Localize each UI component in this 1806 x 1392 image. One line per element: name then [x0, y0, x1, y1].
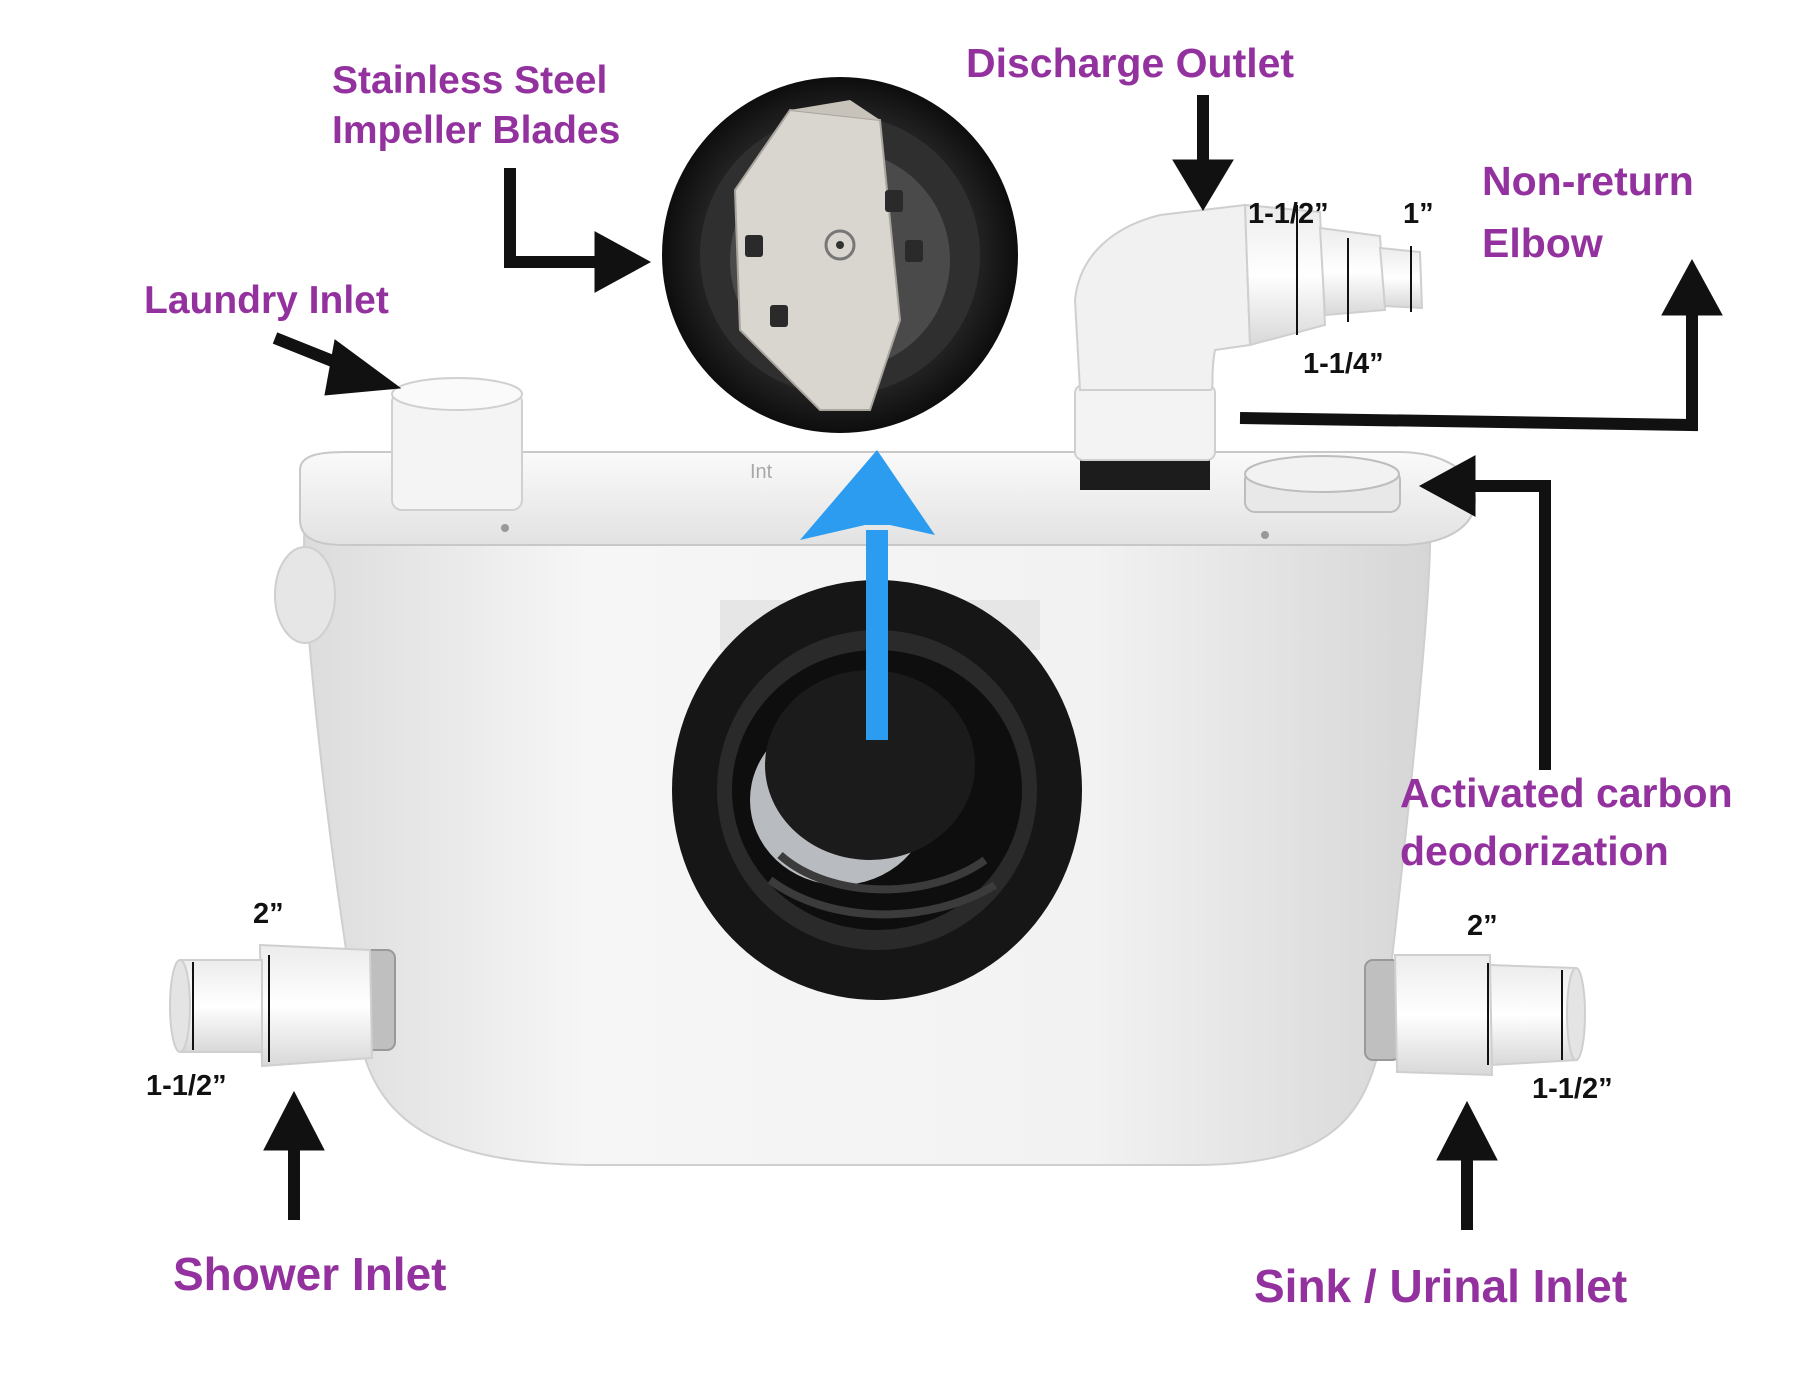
dim-elbow-large-text: 1-1/2”: [1248, 198, 1329, 230]
callout-arrows: [263, 95, 1723, 1230]
dim-elbow-small-text: 1”: [1403, 198, 1434, 230]
shower-arrow-head: [263, 1090, 325, 1151]
non-return-arrow: [1239, 310, 1698, 432]
shower-inlet-pipe: [169, 943, 396, 1068]
impeller-label: Stainless Steel Impeller Blades: [332, 56, 620, 156]
impeller-arrow-head: [594, 231, 652, 293]
sink-inlet-pipe: [1364, 954, 1586, 1077]
sink-arrow-head: [1436, 1100, 1498, 1161]
product-mark: Int: [750, 461, 773, 483]
non-return-arrow-head: [1661, 258, 1723, 316]
impeller-arrow: [504, 168, 600, 268]
carbon-label-line-1: Activated carbon: [1400, 770, 1733, 816]
non-return-label-line-2: Elbow: [1482, 220, 1603, 266]
carbon-label-line-2: deodorization: [1400, 828, 1669, 874]
shower-label: Shower Inlet: [173, 1248, 447, 1300]
discharge-label: Discharge Outlet: [966, 40, 1295, 86]
dimension-markers: [192, 205, 1563, 1065]
laundry-label: Laundry Inlet: [144, 279, 389, 322]
laundry-arrow-head: [324, 339, 402, 396]
dim-sink-small-text: 1-1/2”: [1532, 1073, 1613, 1105]
dim-shower-large-text: 2”: [253, 898, 284, 930]
dim-sink-large-text: 2”: [1467, 910, 1498, 942]
discharge-arrow-head: [1172, 159, 1234, 211]
carbon-label: Activated carbon deodorization: [1400, 764, 1733, 880]
impeller-label-line-2: Impeller Blades: [332, 109, 621, 152]
flow-arrow: [800, 450, 935, 740]
dim-shower-small-text: 1-1/2”: [146, 1070, 227, 1102]
toilet-inlet-seal: [672, 580, 1082, 1000]
dim-elbow-mid-text: 1-1/4”: [1303, 348, 1384, 380]
carbon-arrow-head: [1418, 455, 1476, 517]
carbon-arrow: [1470, 480, 1551, 770]
impeller-label-line-1: Stainless Steel: [332, 59, 608, 102]
impeller-photo: [662, 77, 1018, 433]
laundry-inlet-cap: [391, 377, 523, 511]
sink-label: Sink / Urinal Inlet: [1254, 1260, 1628, 1312]
non-return-label-line-1: Non-return: [1482, 158, 1694, 204]
carbon-filter-cap: [1244, 455, 1401, 513]
non-return-label: Non-return Elbow: [1482, 150, 1694, 274]
